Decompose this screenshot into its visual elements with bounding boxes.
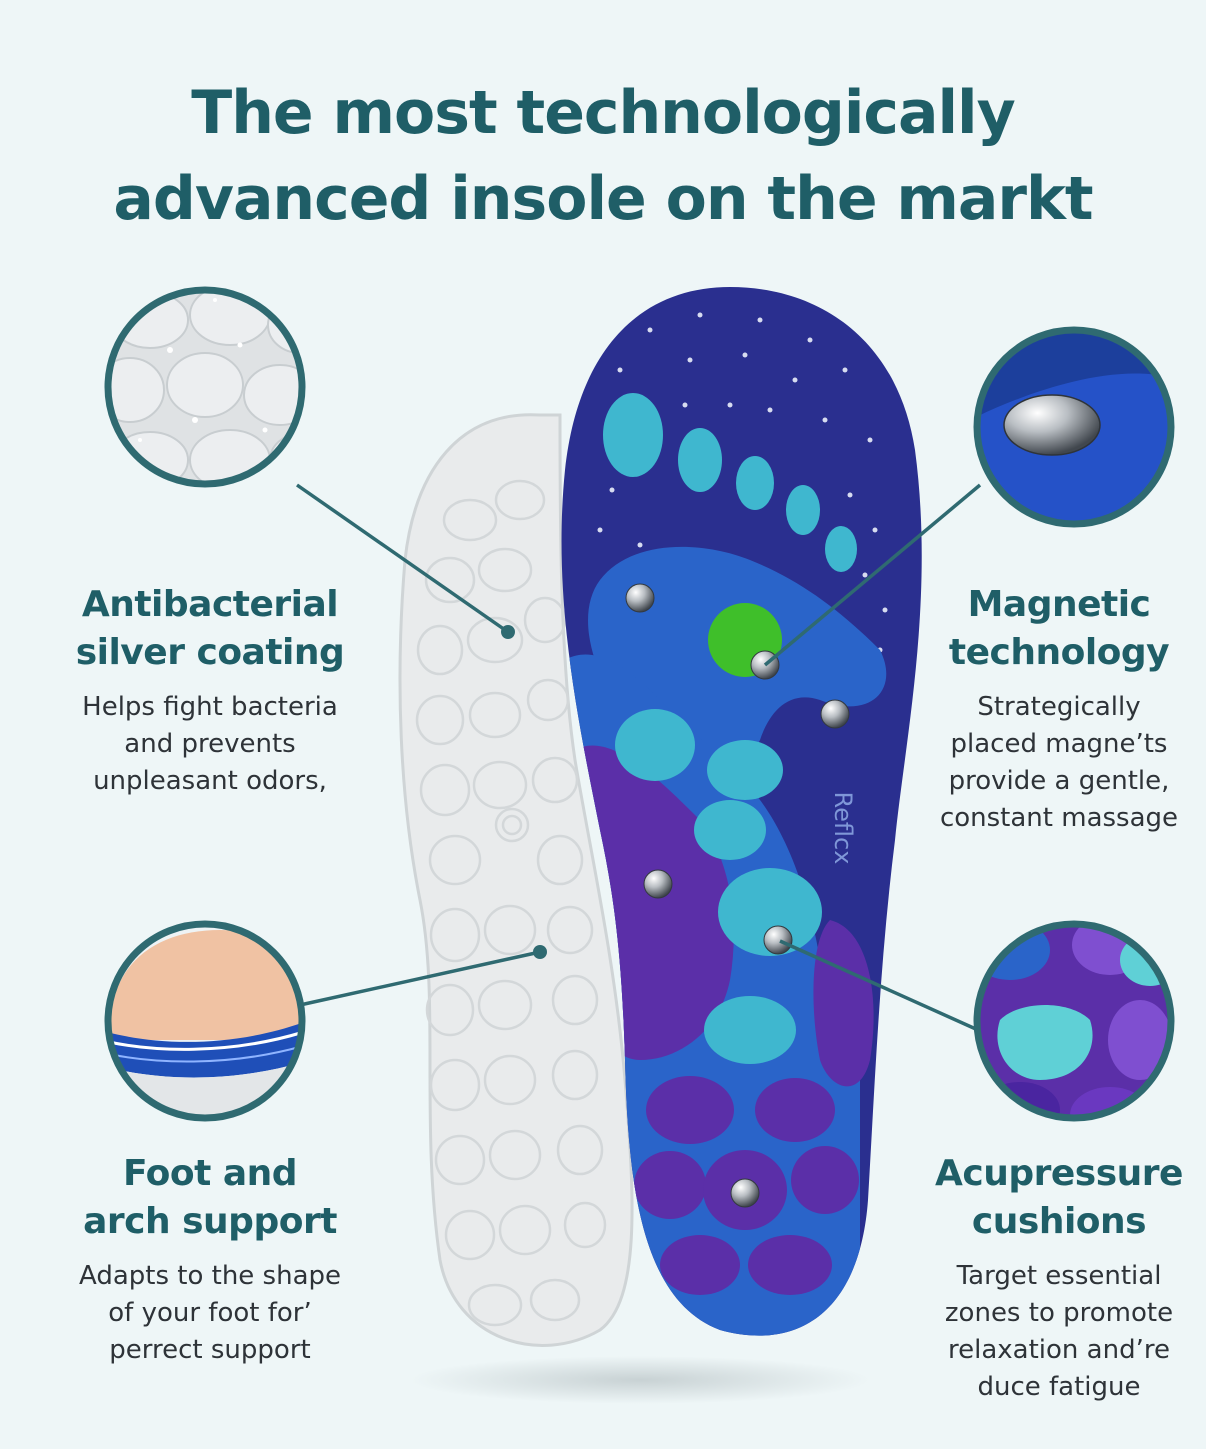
antibacterial-detail-circle bbox=[104, 286, 306, 488]
insole-brand-text: Reflcx bbox=[829, 792, 857, 865]
feature-antibacterial-title: Antibacterial silver coating bbox=[75, 584, 345, 673]
feature-acupressure-description: Target essential zones to promote relaxa… bbox=[944, 1261, 1174, 1402]
arch-support-detail-circle bbox=[104, 920, 306, 1122]
feature-arch-support-description: Adapts to the shape of your foot for’ pe… bbox=[78, 1261, 342, 1365]
acupressure-detail-circle bbox=[973, 920, 1175, 1122]
connector-lines bbox=[295, 483, 982, 1032]
feature-antibacterial-description: Helps fight bacteria and prevents unplea… bbox=[82, 692, 338, 796]
feature-arch-support: Foot and arch support Adapts to the shap… bbox=[10, 1150, 410, 1369]
headline-line-1: The most technologically bbox=[191, 78, 1015, 148]
feature-magnetic: Magnetic technology Strategically placed… bbox=[904, 581, 1206, 837]
white-insole-back bbox=[398, 413, 634, 1347]
insole-shadow bbox=[410, 1356, 870, 1404]
magnet-detail-circle bbox=[973, 326, 1175, 528]
blue-insole-front: Reflcx bbox=[561, 287, 922, 1336]
headline: The most technologically advanced insole… bbox=[0, 70, 1206, 242]
feature-magnetic-description: Strategically placed magne’ts provide a … bbox=[939, 692, 1179, 833]
feature-acupressure-title: Acupressure cushions bbox=[935, 1153, 1183, 1242]
feature-arch-support-title: Foot and arch support bbox=[83, 1153, 337, 1242]
headline-line-2: advanced insole on the markt bbox=[113, 164, 1093, 234]
feature-acupressure: Acupressure cushions Target essential zo… bbox=[904, 1150, 1206, 1406]
feature-magnetic-title: Magnetic technology bbox=[948, 584, 1170, 673]
feature-antibacterial: Antibacterial silver coating Helps fight… bbox=[10, 581, 410, 800]
